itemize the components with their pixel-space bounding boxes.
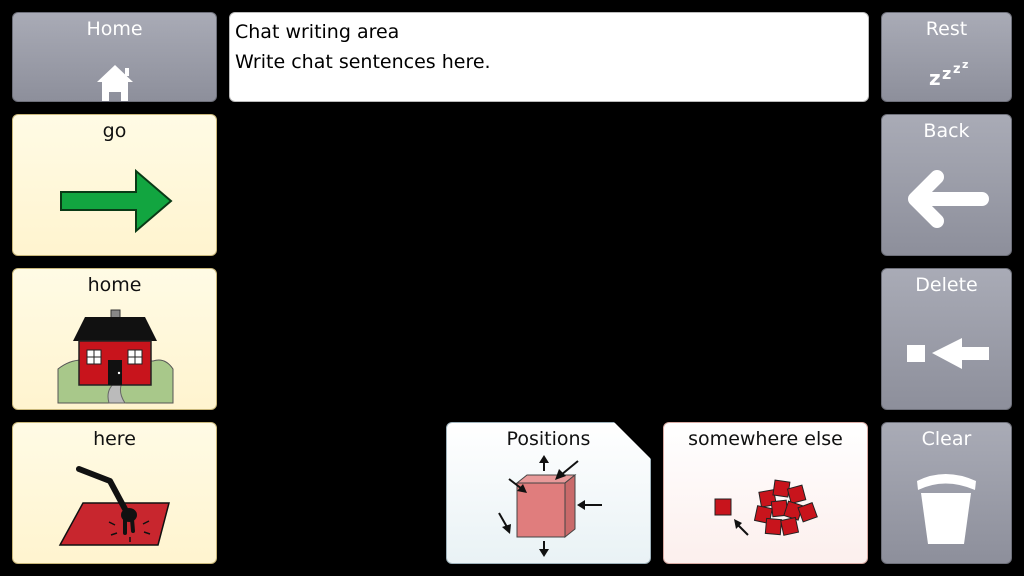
scattered-squares-icon [714,479,818,536]
delete-button[interactable]: Delete [881,268,1012,410]
house-icon [97,65,133,101]
chat-placeholder: Write chat sentences here. [235,51,491,73]
home-word-label: home [87,274,142,296]
house-picture-icon [57,309,174,404]
rest-label: Rest [925,18,968,40]
trash-can-icon [917,474,976,544]
go-tile[interactable]: go [12,114,217,256]
home-button[interactable]: Home [12,12,217,102]
here-tile[interactable]: here [12,422,217,564]
svg-text:z: z [953,62,961,77]
delete-label: Delete [915,274,978,296]
cube-with-arrows-icon [498,455,602,557]
positions-folder[interactable]: Positions [446,422,651,564]
somewhere-else-label: somewhere else [688,428,843,450]
pointing-at-mat-icon [58,466,170,546]
clear-label: Clear [921,428,972,450]
positions-label: Positions [506,428,591,450]
back-label: Back [923,120,970,142]
clear-button[interactable]: Clear [881,422,1012,564]
chat-writing-area[interactable]: Chat writing area Write chat sentences h… [229,12,869,102]
home-word-tile[interactable]: home [12,268,217,410]
arrow-left-icon [908,170,989,228]
rest-button[interactable]: Rest z z z z [881,12,1012,102]
home-button-label: Home [86,18,143,40]
svg-text:z: z [942,64,951,83]
back-button[interactable]: Back [881,114,1012,256]
here-label: here [93,428,136,450]
backspace-icon [907,338,989,369]
go-label: go [102,120,127,142]
arrow-right-icon [60,168,173,234]
sleep-zzz-icon: z z z z [929,58,968,90]
svg-text:z: z [929,66,941,90]
somewhere-else-tile[interactable]: somewhere else [663,422,868,564]
svg-text:z: z [962,58,968,71]
chat-area-title: Chat writing area [235,21,400,43]
